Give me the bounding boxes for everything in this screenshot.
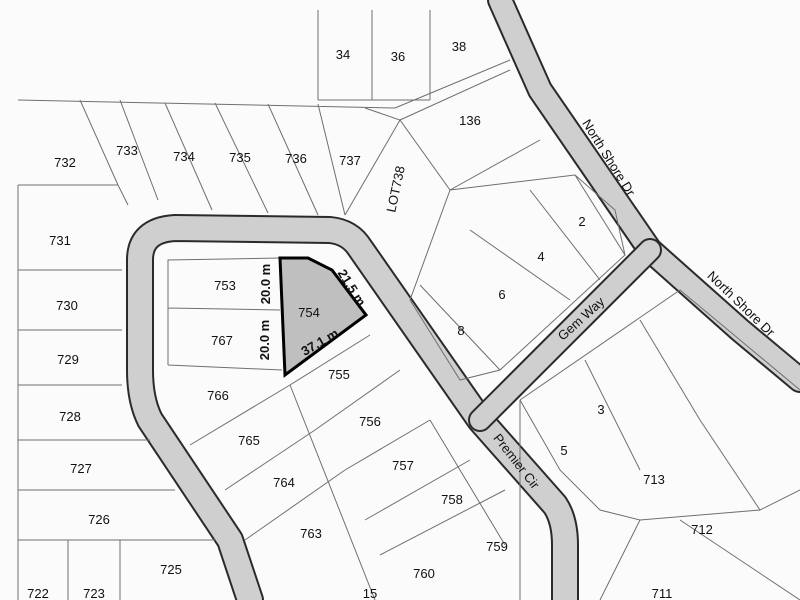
- lot-label: 731: [49, 233, 71, 248]
- lot-label: 5: [560, 443, 567, 458]
- lot-label: LOT738: [383, 165, 407, 214]
- lot-label: 728: [59, 409, 81, 424]
- lot-label: 2: [578, 214, 585, 229]
- lot-label: 722: [27, 586, 49, 600]
- lot-label: 755: [328, 367, 350, 382]
- lot-label: 3: [597, 402, 604, 417]
- lot-label: 758: [441, 492, 463, 507]
- dimension-west-upper: 20.0 m: [258, 264, 273, 304]
- lot-label: 15: [363, 586, 377, 600]
- lot-label: 756: [359, 414, 381, 429]
- lot-label: 732: [54, 155, 76, 170]
- lot-label: 764: [273, 475, 295, 490]
- lot-label: 711: [652, 586, 673, 600]
- lot-label: 760: [413, 566, 435, 581]
- lot-label: 713: [643, 472, 665, 487]
- lot-label: 737: [339, 153, 361, 168]
- lot-label: 727: [70, 461, 92, 476]
- lot-label: 735: [229, 150, 251, 165]
- lot-label: 759: [486, 539, 508, 554]
- highlighted-lot-754[interactable]: [278, 256, 369, 378]
- lot-label: 763: [300, 526, 322, 541]
- lot-label: 757: [392, 458, 414, 473]
- lot-label: 723: [83, 586, 105, 600]
- lot-label: 136: [459, 113, 481, 128]
- lot-label: 712: [691, 522, 713, 537]
- lot-boundaries: [17, 10, 800, 600]
- lot-label: 8: [457, 323, 464, 338]
- lot-label: 729: [57, 352, 79, 367]
- lot-label: 726: [88, 512, 110, 527]
- lot-label: 38: [452, 39, 466, 54]
- street-label-gem-way: Gem Way: [555, 294, 608, 344]
- lot-label: 754: [298, 305, 320, 320]
- lot-label: 36: [391, 49, 405, 64]
- lot-label: 736: [285, 151, 307, 166]
- lot-label: 765: [238, 433, 260, 448]
- lot-label: 6: [498, 287, 505, 302]
- roads: [126, 0, 800, 600]
- street-labels: North Shore Dr North Shore Dr Gem Way Pr…: [490, 117, 778, 493]
- lot-label: 730: [56, 298, 78, 313]
- lot-label: 753: [214, 278, 236, 293]
- lot-label: 733: [116, 143, 138, 158]
- lot-label: 734: [173, 149, 195, 164]
- lot-label: 34: [336, 47, 350, 62]
- lot-label: 767: [211, 333, 233, 348]
- gem-way-road-fill: [470, 240, 660, 430]
- lot-label: 725: [160, 562, 182, 577]
- lot-label: 4: [537, 249, 544, 264]
- lot-label: 766: [207, 388, 229, 403]
- premier-cir-road-fill: [128, 216, 577, 600]
- dimension-west-lower: 20.0 m: [257, 320, 272, 360]
